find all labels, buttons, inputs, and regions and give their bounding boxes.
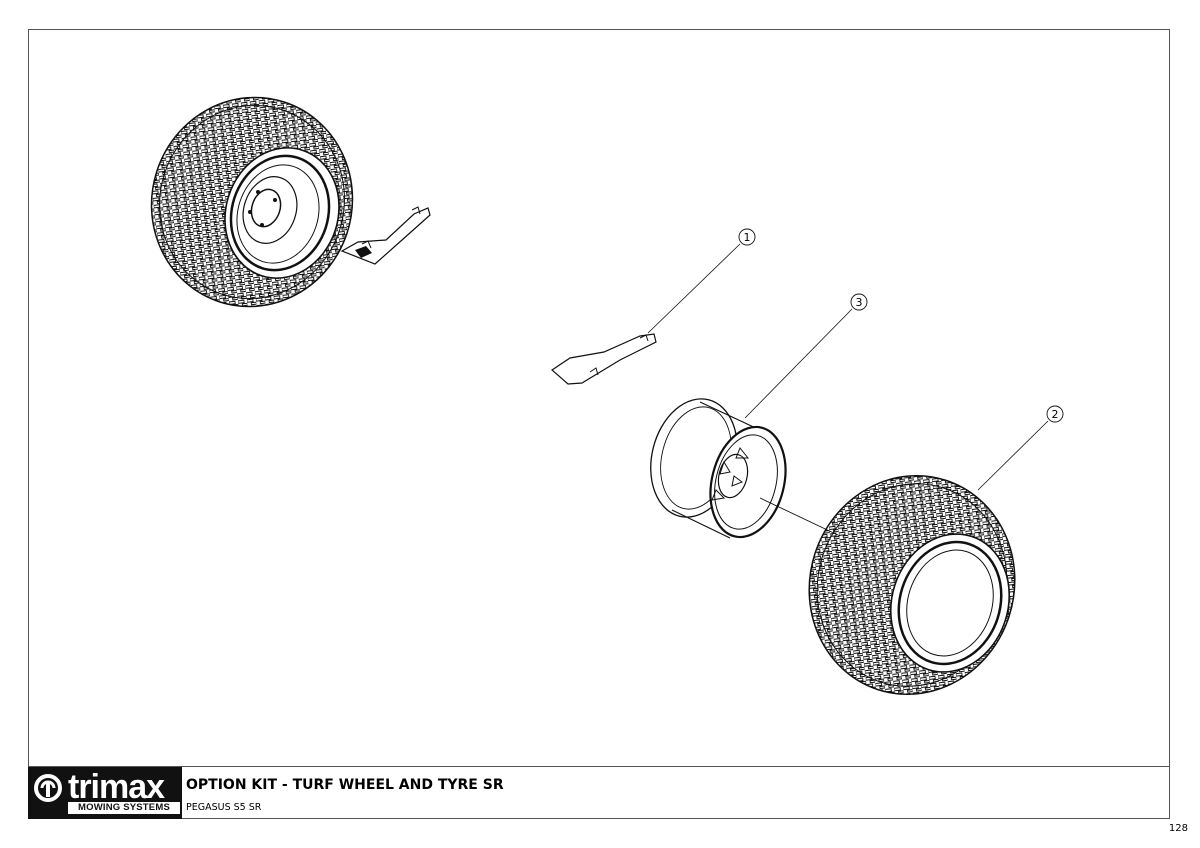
title-block: trimax MOWING SYSTEMS OPTION KIT - TURF … <box>28 766 1170 819</box>
axis-leader <box>759 497 841 537</box>
callout-2-label: 2 <box>1052 408 1059 421</box>
callout-2: 2 <box>1046 405 1064 423</box>
leader-2 <box>977 420 1049 491</box>
leader-1 <box>647 243 741 334</box>
brand-name: trimax <box>68 768 165 806</box>
kit-title: OPTION KIT - TURF WHEEL AND TYRE SR <box>186 777 504 793</box>
assembled-wheel <box>150 96 354 308</box>
part-1-bracket <box>551 333 657 385</box>
part-2-tyre <box>808 474 1016 696</box>
callout-3-label: 3 <box>856 296 863 309</box>
assembled-bracket <box>340 206 431 265</box>
brand-logo: trimax MOWING SYSTEMS <box>28 767 182 819</box>
callout-1: 1 <box>738 228 756 246</box>
model-name: PEGASUS S5 SR <box>186 802 262 813</box>
drawing-frame <box>28 29 1170 819</box>
brand-subtitle: MOWING SYSTEMS <box>68 802 180 814</box>
callout-1-label: 1 <box>744 231 751 244</box>
trimax-swirl-icon <box>34 774 62 802</box>
leader-3 <box>744 308 853 419</box>
callout-3: 3 <box>850 293 868 311</box>
part-3-rim <box>650 398 787 539</box>
page-number: 128 <box>1168 823 1188 834</box>
